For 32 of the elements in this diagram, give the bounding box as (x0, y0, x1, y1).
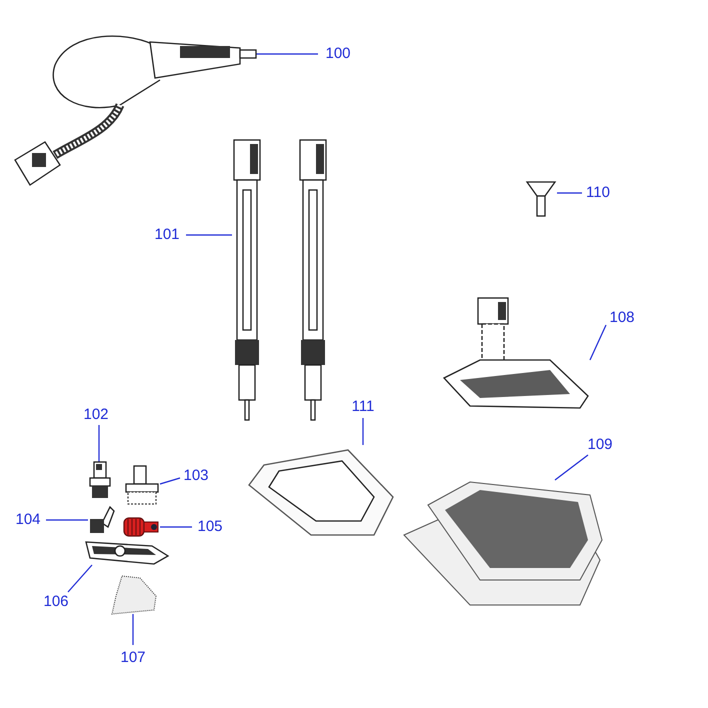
callout-number: 109 (587, 436, 613, 454)
leader-line (186, 234, 232, 236)
leader-line (256, 53, 318, 55)
funnel-drawing (525, 180, 557, 218)
leader-line (557, 192, 582, 194)
callout-number: 107 (120, 649, 146, 667)
callout-number: 101 (154, 226, 180, 244)
angle-nozzle-drawing (88, 505, 114, 535)
leader-line (589, 324, 607, 360)
cloth-pad-drawing (110, 576, 158, 614)
small-brush-drawing (88, 462, 112, 500)
leader-line (68, 564, 92, 592)
nozzle-drawing (122, 516, 160, 538)
callout-number: 106 (43, 593, 69, 611)
leader-line (132, 614, 134, 645)
leader-line (554, 454, 588, 480)
leader-line (46, 519, 88, 521)
extension-pole-drawing (298, 140, 328, 420)
callout-number: 111 (352, 398, 374, 416)
callout-number: 104 (15, 511, 41, 529)
callout-number: 103 (183, 467, 209, 485)
leader-line (362, 418, 364, 445)
callout-number: 100 (325, 45, 351, 63)
callout-number: 108 (609, 309, 635, 327)
callout-number: 102 (83, 406, 109, 424)
leader-line (98, 425, 100, 462)
callout-number: 110 (586, 184, 610, 202)
round-brush-drawing (124, 466, 160, 506)
extension-pole-drawing (232, 140, 262, 420)
leader-line (160, 477, 180, 485)
callout-number: 105 (197, 518, 223, 536)
leader-line (160, 526, 192, 528)
